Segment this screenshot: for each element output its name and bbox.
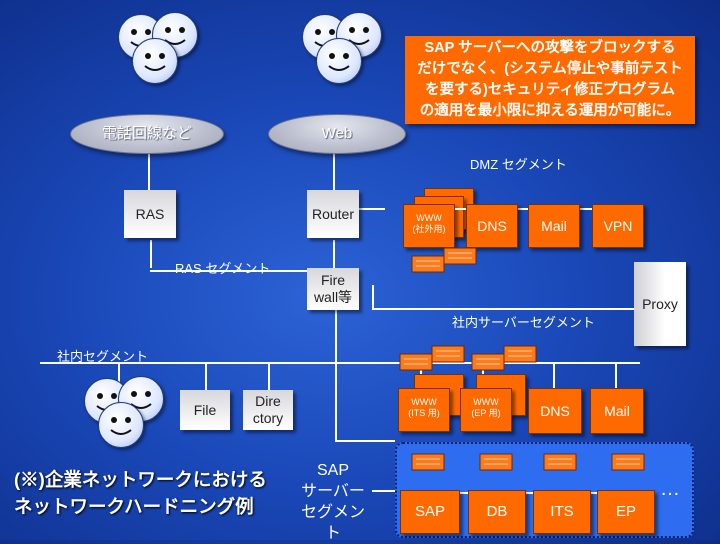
user-icon bbox=[98, 402, 144, 448]
proxy-server: Proxy bbox=[634, 262, 686, 346]
line-sap-trunk bbox=[335, 440, 395, 442]
firewall-line: wall等 bbox=[313, 289, 353, 305]
dns-server-dmz: DNS bbox=[466, 204, 518, 248]
sap-segment-line: サーバー bbox=[301, 483, 365, 500]
line-phone-to-ras bbox=[148, 144, 150, 192]
hardware-icon bbox=[478, 452, 514, 474]
mail-server-dmz: Mail bbox=[528, 204, 580, 248]
firewall-line: Fire bbox=[320, 272, 346, 288]
sap-label: SAP bbox=[414, 503, 445, 520]
www-ep-server: WWW (EP 用) bbox=[460, 388, 512, 432]
sap-segment-line: SAP bbox=[316, 462, 349, 479]
router: Router bbox=[307, 190, 359, 238]
line-internal-to-dns bbox=[553, 362, 555, 390]
line-ras-segment bbox=[150, 270, 310, 272]
www-ep-line: (EP 用) bbox=[471, 408, 501, 418]
hardware-icon bbox=[502, 344, 538, 366]
vpn-label: VPN bbox=[603, 218, 633, 234]
dns-label: DNS bbox=[540, 403, 570, 419]
sap-server: SAP bbox=[400, 490, 460, 534]
line-router-to-firewall bbox=[333, 240, 335, 270]
www-its-line: WWW bbox=[411, 397, 437, 407]
db-label: DB bbox=[486, 503, 508, 520]
proxy-label: Proxy bbox=[642, 296, 678, 312]
dns-label: DNS bbox=[477, 218, 507, 234]
directory-line: ctory bbox=[252, 410, 284, 426]
security-callout: SAP サーバーへの攻撃をブロックする だけでなく、(システム停止や事前テスト … bbox=[405, 36, 695, 124]
directory-line: Dire bbox=[255, 393, 281, 409]
directory-server: Dire ctory bbox=[243, 390, 293, 430]
sap-segment-label: SAP サーバー セグメント bbox=[298, 460, 368, 544]
hardware-icon bbox=[430, 344, 466, 366]
web-cloud: Web bbox=[268, 114, 406, 154]
ep-label: EP bbox=[615, 503, 636, 520]
callout-line: だけでなく、(システム停止や事前テスト bbox=[417, 61, 683, 77]
www-external-server: WWW (社外用) bbox=[403, 204, 455, 248]
ras-label: RAS bbox=[135, 206, 165, 222]
line-ras-to-firewall bbox=[150, 240, 152, 268]
hardware-icon bbox=[398, 352, 434, 374]
line-server-segment bbox=[372, 308, 634, 310]
www-external-line: (社外用) bbox=[412, 224, 446, 234]
web-label: Web bbox=[321, 125, 353, 142]
sap-segment-line: セグメント bbox=[300, 504, 365, 542]
dns-server-internal: DNS bbox=[528, 388, 582, 434]
mail-label: Mail bbox=[541, 218, 567, 234]
hardware-icon bbox=[542, 452, 578, 474]
www-its-line: (ITS 用) bbox=[408, 408, 440, 418]
its-label: ITS bbox=[550, 503, 574, 520]
line-internal-to-clients bbox=[118, 362, 120, 384]
callout-line: を要する)セキュリティ修正プログラム bbox=[424, 82, 676, 98]
callout-line: の適用を最小限に抑える運用が可能に。 bbox=[419, 103, 681, 119]
line-sap-segment-link bbox=[372, 490, 396, 492]
file-label: File bbox=[193, 402, 217, 418]
file-server: File bbox=[180, 390, 230, 430]
diagram-caption: (※)企業ネットワークにおける ネットワークハードニング例 bbox=[14, 466, 267, 520]
mail-server-internal: Mail bbox=[590, 388, 644, 434]
user-icon bbox=[132, 38, 178, 84]
caption-line: ネットワークハードニング例 bbox=[14, 496, 254, 517]
line-internal-to-directory bbox=[268, 362, 270, 390]
db-server: DB bbox=[468, 490, 526, 534]
line-sap-servers bbox=[405, 492, 655, 494]
line-firewall-to-server bbox=[372, 285, 374, 309]
hardware-icon bbox=[610, 452, 646, 474]
hardware-icon bbox=[410, 452, 446, 474]
vpn-server: VPN bbox=[592, 204, 644, 248]
line-web-to-router bbox=[333, 144, 335, 192]
internal-segment-label: 社内セグメント bbox=[57, 349, 149, 364]
ep-server: EP bbox=[597, 490, 655, 534]
hardware-icon bbox=[470, 352, 506, 374]
more-ellipsis: … bbox=[660, 478, 680, 500]
www-its-server: WWW (ITS 用) bbox=[398, 388, 450, 432]
line-internal-segment bbox=[40, 362, 640, 364]
line-dmz-bus bbox=[335, 208, 385, 210]
phone-line-label: 電話回線など bbox=[101, 125, 192, 142]
hardware-icon bbox=[442, 246, 478, 268]
callout-line: SAP サーバーへの攻撃をブロックする bbox=[424, 40, 676, 56]
ras-segment-label: RAS セグメント bbox=[175, 261, 271, 276]
mail-label: Mail bbox=[604, 403, 630, 419]
line-internal-trunk bbox=[335, 308, 337, 440]
router-label: Router bbox=[311, 206, 355, 222]
its-server: ITS bbox=[533, 490, 591, 534]
line-internal-to-mail bbox=[615, 362, 617, 390]
line-internal-to-file bbox=[205, 362, 207, 390]
ras-server: RAS bbox=[124, 190, 176, 238]
phone-line-cloud: 電話回線など bbox=[70, 114, 224, 154]
user-icon bbox=[316, 38, 362, 84]
dmz-segment-label: DMZ セグメント bbox=[470, 157, 567, 172]
internal-server-segment-label: 社内サーバーセグメント bbox=[452, 315, 595, 330]
hardware-icon bbox=[410, 254, 446, 276]
firewall: Fire wall等 bbox=[307, 268, 359, 310]
caption-line: (※)企業ネットワークにおける bbox=[14, 469, 267, 490]
www-external-line: WWW bbox=[416, 213, 442, 223]
www-ep-line: WWW bbox=[473, 397, 499, 407]
